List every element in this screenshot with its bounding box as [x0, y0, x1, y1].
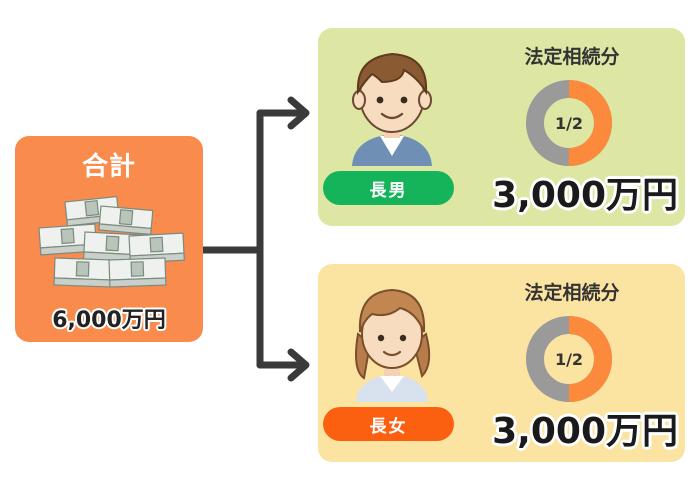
money-stack-icon [38, 196, 185, 288]
share-amount-son: 3,000万円 [492, 175, 678, 216]
share-label: 法定相続分 [524, 282, 620, 304]
role-badge-son: 長男 [323, 171, 454, 205]
daughter-avatar-icon [355, 288, 431, 402]
arrow-right-icon [287, 96, 310, 130]
share-pie-chart: 1/2 [526, 316, 612, 402]
arrow-right-icon [287, 348, 310, 382]
son-avatar-icon [352, 52, 432, 166]
pie-share-slice [526, 316, 612, 402]
total-estate-box: 合計 [15, 136, 203, 342]
role-badge-daughter: 長女 [323, 407, 454, 441]
pie-fraction: 1/2 [555, 350, 583, 369]
share-label: 法定相続分 [524, 46, 620, 68]
pie-fraction: 1/2 [555, 114, 583, 133]
pie-share-slice [526, 80, 612, 166]
share-pie-chart: 1/2 [526, 80, 612, 166]
share-amount-daughter: 3,000万円 [492, 411, 678, 452]
heir-card-daughter: 法定相続分 1/2 長女 3,000万円 [318, 264, 685, 462]
heir-card-son: 法定相続分 1/2 長男 3,000万円 [318, 28, 685, 226]
total-title: 合計 [81, 152, 136, 182]
total-amount: 6,000万円 [52, 308, 166, 333]
